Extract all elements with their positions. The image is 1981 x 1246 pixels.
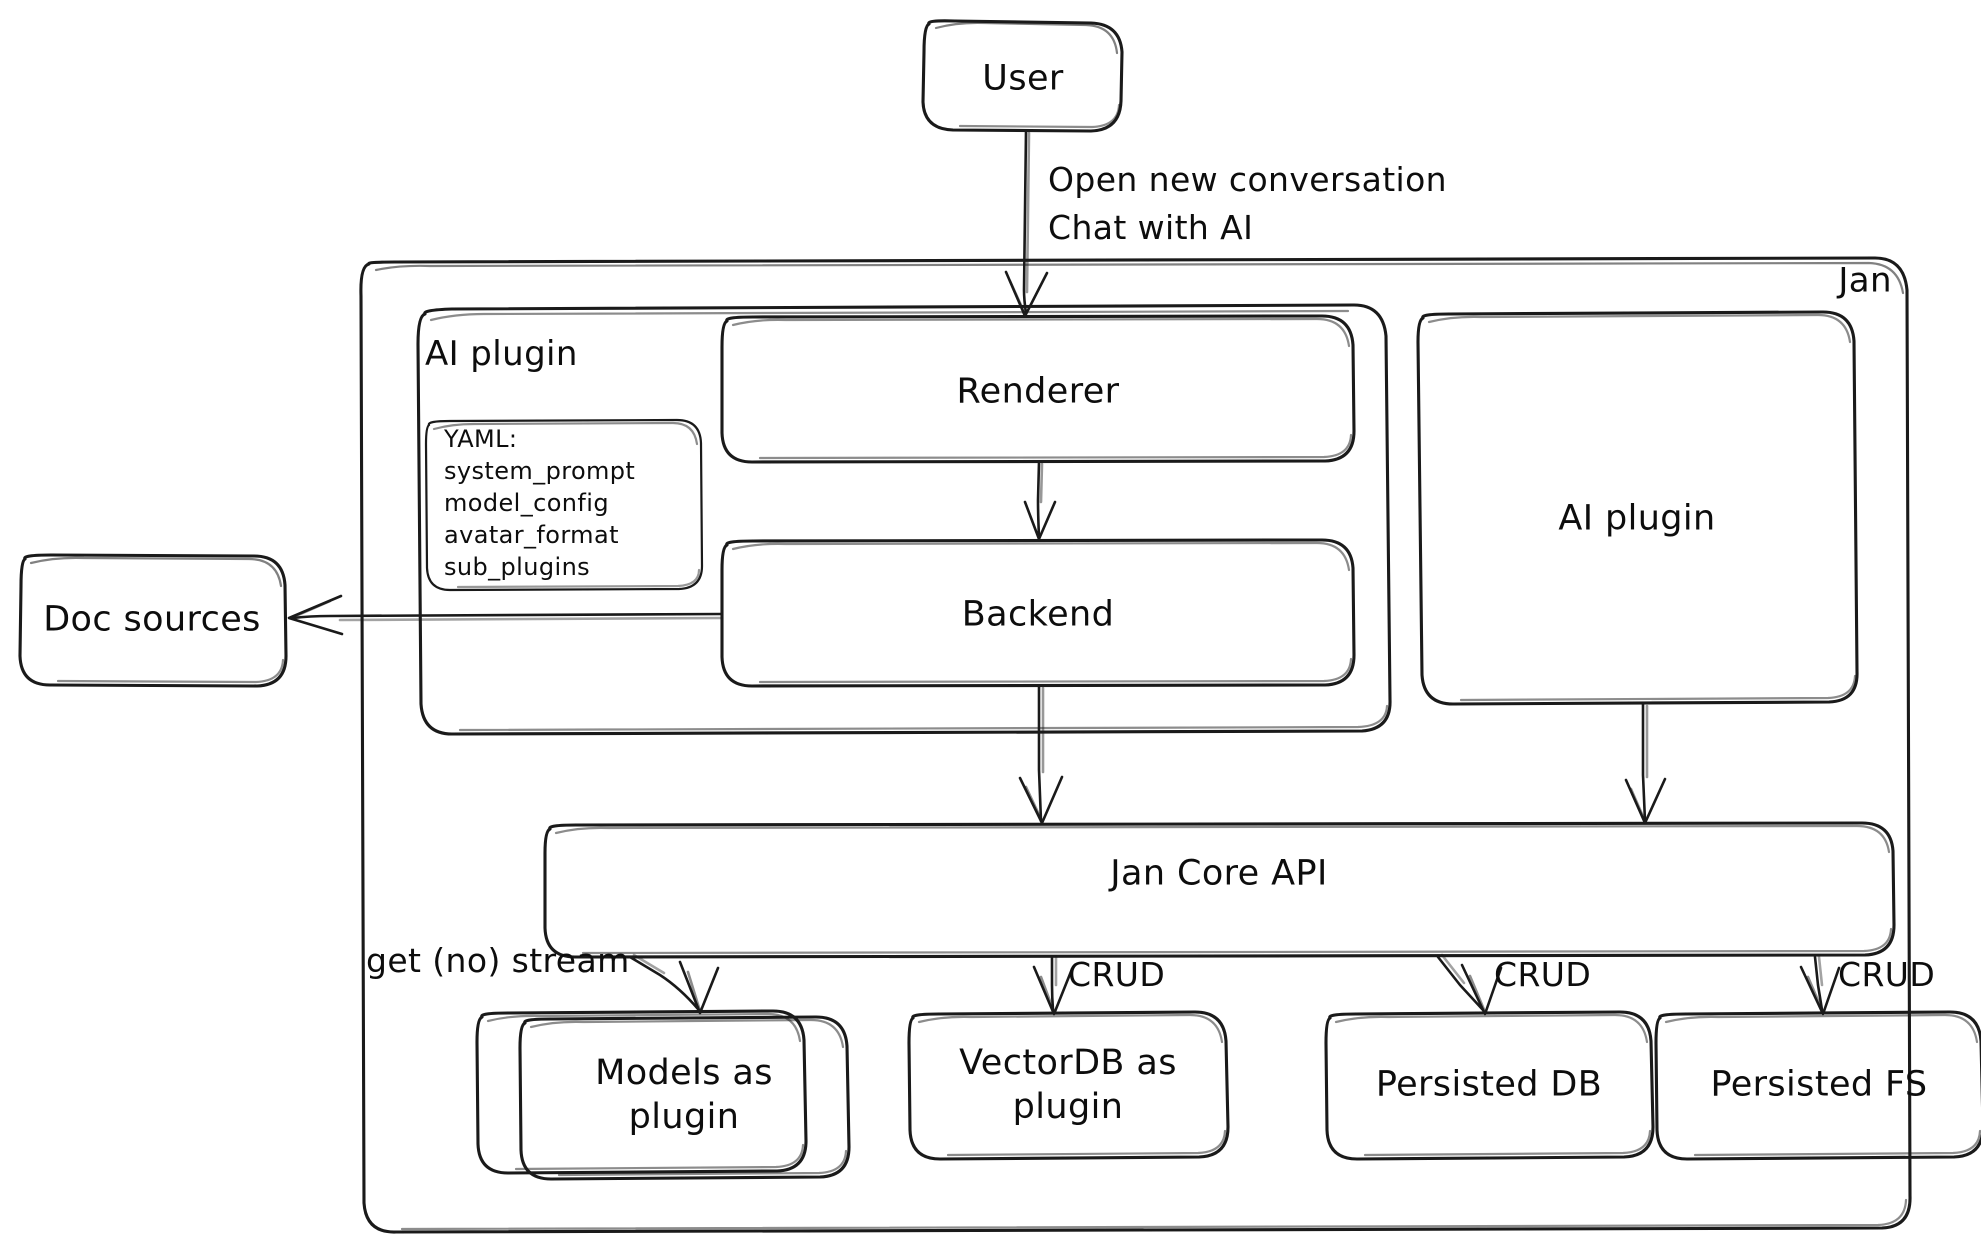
edge-backend-to-doc-sources: [287, 594, 724, 636]
edge-jan-core-api-to-persisted-fs: [1799, 955, 1841, 1016]
models-as-plugin-back-box-shape: [475, 1009, 808, 1175]
models-as-plugin-front-box-shape: [518, 1015, 851, 1181]
edge-backend-to-jan-core-api: [1018, 684, 1064, 825]
vectordb-as-plugin-label: VectorDB as plugin: [959, 1042, 1177, 1127]
edge-label-crud-vectordb: CRUD: [1068, 955, 1166, 994]
renderer-label: Renderer: [956, 371, 1120, 412]
ai-plugin-group-shape: [416, 303, 1392, 736]
edge-label-chat-with-ai: Chat with AI: [1048, 208, 1254, 247]
ai-plugin-group-label: AI plugin: [425, 334, 578, 374]
persisted-fs-label: Persisted FS: [1710, 1064, 1928, 1105]
yaml-item-model-config: model_config: [444, 489, 609, 517]
yaml-box-shape: [424, 418, 704, 592]
edge-ai-plugin-to-jan-core-api: [1624, 702, 1667, 825]
backend-box-shape: [720, 538, 1356, 688]
edge-label-crud-persisted-fs: CRUD: [1838, 955, 1936, 994]
ai-plugin-right-box-shape: [1416, 310, 1859, 706]
yaml-item-avatar-format: avatar_format: [444, 521, 619, 549]
edge-renderer-to-backend: [1023, 460, 1057, 541]
edge-label-open-new-conversation: Open new conversation: [1048, 160, 1448, 199]
edge-jan-core-api-to-vectordb: [1032, 955, 1074, 1016]
doc-sources-box-shape: [18, 553, 288, 688]
jan-core-api-label: Jan Core API: [1110, 853, 1328, 894]
edge-label-crud-persisted-db: CRUD: [1494, 955, 1592, 994]
user-label: User: [982, 58, 1064, 99]
edge-jan-core-api-to-persisted-db: [1436, 953, 1503, 1016]
user-box-shape: [921, 19, 1124, 133]
jan-container-shape: [359, 256, 1912, 1234]
models-as-plugin-label: Models as plugin: [595, 1052, 773, 1137]
edge-user-to-renderer: [1004, 129, 1049, 318]
yaml-item-system-prompt: system_prompt: [444, 457, 636, 485]
edge-jan-core-api-to-models: [628, 953, 720, 1015]
renderer-box-shape: [720, 314, 1356, 464]
ai-plugin-right-label: AI plugin: [1558, 498, 1716, 539]
backend-label: Backend: [961, 594, 1115, 635]
yaml-item-sub-plugins: sub_plugins: [444, 553, 591, 581]
edge-label-get-no-stream: get (no) stream: [366, 941, 630, 980]
persisted-db-box-shape: [1324, 1010, 1655, 1161]
jan-container-label: Jan: [1838, 260, 1892, 301]
persisted-fs-box-shape: [1654, 1010, 1981, 1161]
jan-core-api-box-shape: [543, 821, 1896, 959]
persisted-db-label: Persisted DB: [1375, 1064, 1603, 1105]
vectordb-as-plugin-box-shape: [907, 1010, 1230, 1161]
yaml-box-title: YAML:: [444, 425, 518, 453]
doc-sources-label: Doc sources: [43, 599, 261, 640]
